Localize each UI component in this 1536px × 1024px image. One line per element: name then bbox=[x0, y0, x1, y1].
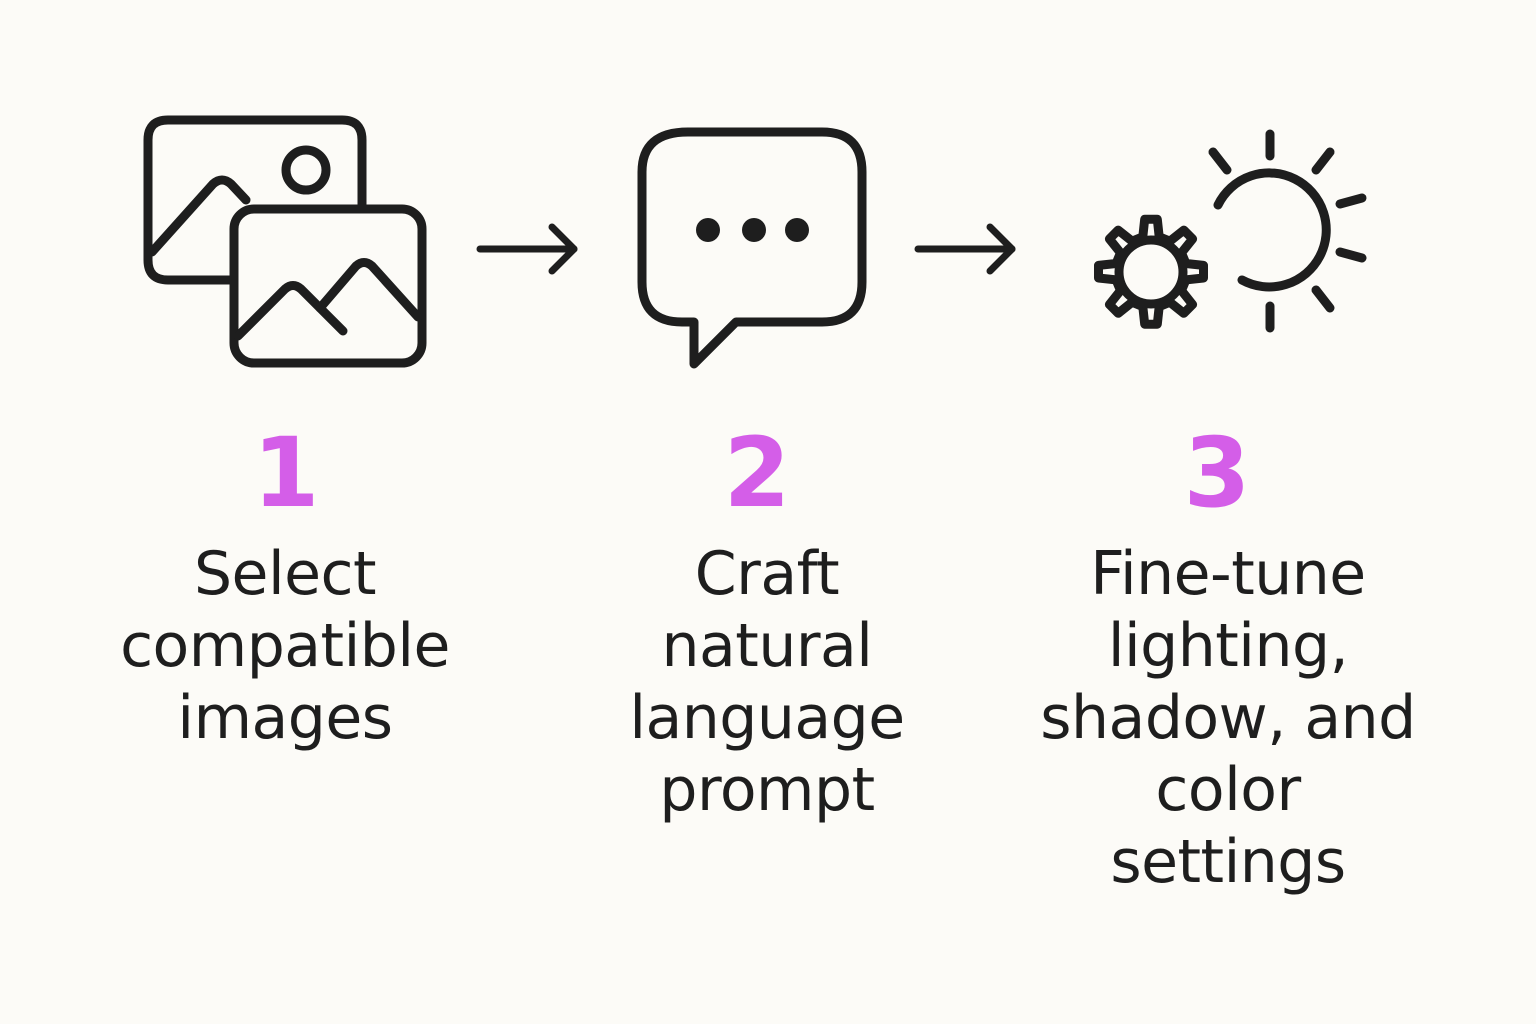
step-label-line: images bbox=[177, 683, 393, 753]
step-label-line: lighting, bbox=[1107, 611, 1349, 681]
step-label: Craft natural language prompt bbox=[547, 538, 987, 826]
step-label-line: language bbox=[629, 683, 905, 753]
step-label-line: Fine-tune bbox=[1090, 539, 1366, 609]
step-label-line: shadow, and bbox=[1040, 683, 1416, 753]
chat-bubble-icon bbox=[637, 127, 867, 369]
gear-sun-icon bbox=[1094, 129, 1367, 333]
arrow-right-icon bbox=[476, 223, 578, 275]
step-label-line: compatible bbox=[120, 611, 450, 681]
step-label-line: Craft bbox=[694, 539, 840, 609]
step-label-line: Select bbox=[193, 539, 377, 609]
step-label-line: settings bbox=[1110, 827, 1346, 897]
step-label: Select compatible images bbox=[65, 538, 505, 754]
step-label: Fine-tune lighting, shadow, and color se… bbox=[1008, 538, 1448, 898]
arrow-right-icon bbox=[914, 223, 1016, 275]
step-label-line: natural bbox=[661, 611, 873, 681]
step-number: 2 bbox=[723, 417, 791, 529]
step-label-line: prompt bbox=[659, 755, 875, 825]
step-number: 3 bbox=[1183, 417, 1251, 529]
step-label-line: color bbox=[1155, 755, 1301, 825]
step-number: 1 bbox=[252, 417, 320, 529]
images-icon bbox=[143, 115, 427, 368]
